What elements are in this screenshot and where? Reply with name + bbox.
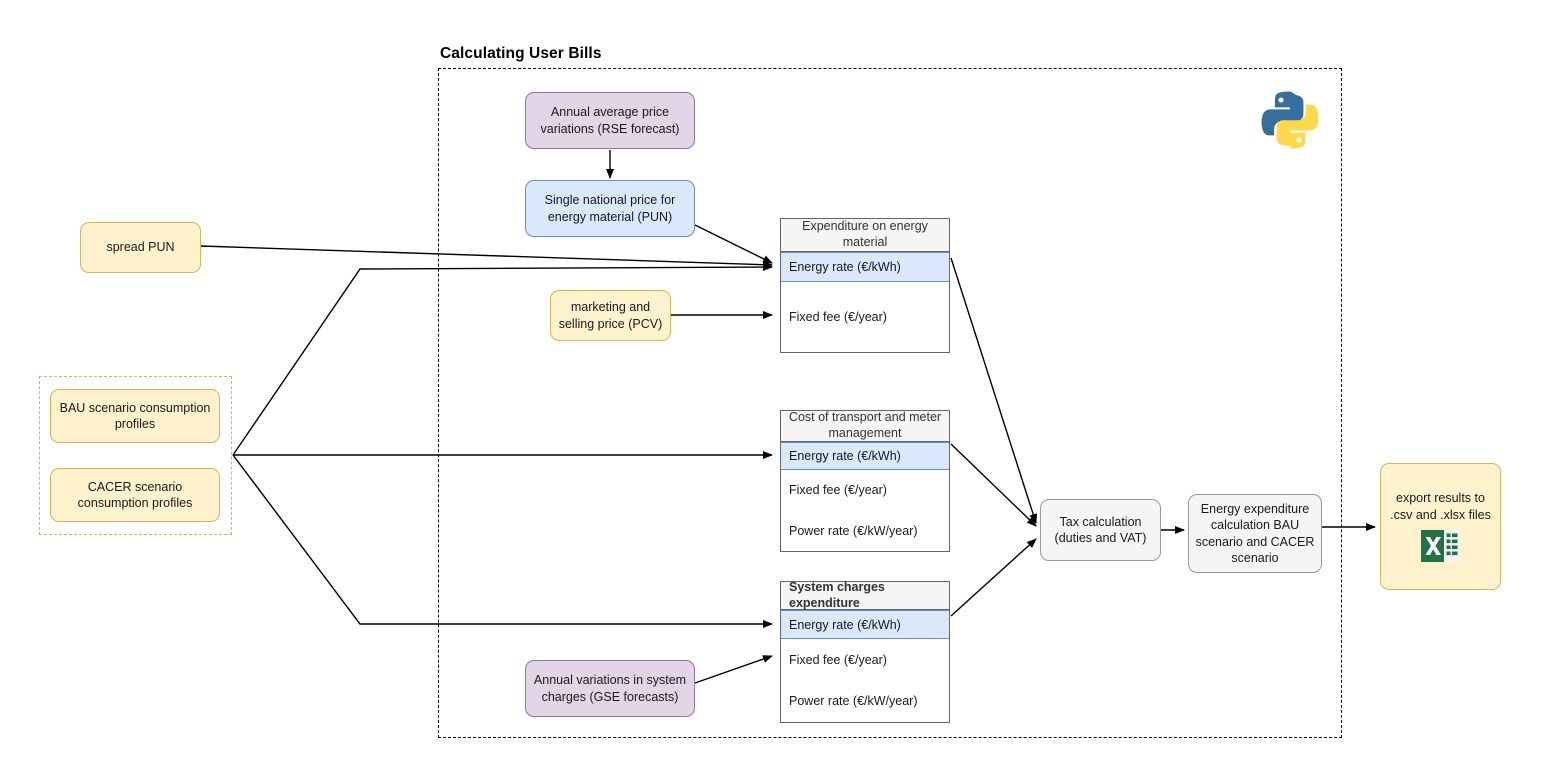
pun-price-label: Single national price for energy materia… (544, 193, 676, 224)
bau-scenario-node[interactable]: BAU scenario consumption profiles (50, 389, 220, 443)
export-results-label: export results to .csv and .xlsx files (1390, 491, 1491, 522)
energy-expenditure-calculation-node[interactable]: Energy expenditure calculation BAU scena… (1188, 494, 1322, 573)
bau-scenario-label: BAU scenario consumption profiles (59, 400, 211, 431)
system-charges-expenditure-table: System charges expenditure Energy rate (… (780, 580, 950, 723)
cacer-scenario-node[interactable]: CACER scenario consumption profiles (50, 468, 220, 522)
table-row: Fixed fee (€/year) (789, 310, 887, 324)
edge-pun-to-energy-rate (694, 224, 773, 264)
pun-price-node[interactable]: Single national price for energy materia… (525, 180, 695, 237)
edge-gse-to-system-fixed-fee (694, 655, 773, 684)
page-title: Calculating User Bills (440, 45, 602, 62)
python-logo-svg (1261, 91, 1319, 149)
table-row: Fixed fee (€/year) (789, 483, 887, 497)
edge-spread-pun-to-energy-rate (200, 245, 773, 269)
export-results-node[interactable]: export results to .csv and .xlsx files (1380, 463, 1501, 590)
tax-calculation-label: Tax calculation (duties and VAT) (1054, 514, 1147, 545)
table-row: Fixed fee (€/year) (789, 652, 887, 667)
spread-pun-node[interactable]: spread PUN (80, 222, 201, 273)
python-yellow-snake (1276, 104, 1319, 149)
gse-forecast-node[interactable]: Annual variations in system charges (GSE… (525, 660, 695, 717)
python-logo-icon (1258, 88, 1322, 152)
table-row: Energy rate (€/kWh) (781, 610, 949, 639)
pcv-node[interactable]: marketing and selling price (PCV) (550, 290, 671, 341)
cost-of-transport-and-meter-management-table: Cost of transport and meter management E… (780, 410, 950, 552)
table-row: Power rate (€/kW/year) (789, 694, 918, 708)
expenditure-on-energy-material-table: Expenditure on energy material Energy ra… (780, 218, 950, 353)
python-blue-snake (1261, 91, 1304, 136)
table-row: Energy rate (€/kWh) (781, 442, 949, 470)
table-header: Cost of transport and meter management (781, 410, 949, 442)
excel-file-icon (1420, 529, 1461, 563)
spread-pun-label: spread PUN (106, 240, 175, 255)
edge-system-to-tax (950, 538, 1037, 617)
edge-scenarios-to-expenditure-energy-rate (232, 263, 773, 456)
energy-expenditure-calculation-label: Energy expenditure calculation BAU scena… (1195, 502, 1315, 565)
table-header: System charges expenditure (781, 580, 949, 610)
excel-grid-rows (1446, 533, 1457, 555)
cacer-scenario-label: CACER scenario consumption profiles (77, 479, 193, 510)
excel-icon-svg (1420, 529, 1460, 562)
table-row: Power rate (€/kW/year) (789, 523, 918, 538)
edge-scenarios-to-system-energy-rate (232, 454, 773, 628)
tax-calculation-node[interactable]: Tax calculation (duties and VAT) (1040, 499, 1161, 561)
rse-forecast-node[interactable]: Annual average price variations (RSE for… (525, 92, 695, 149)
gse-forecast-label: Annual variations in system charges (GSE… (533, 673, 687, 704)
rse-forecast-label: Annual average price variations (RSE for… (540, 105, 680, 136)
excel-x-glyph (1425, 536, 1441, 555)
edge-expenditure-to-tax (950, 257, 1038, 524)
edge-transport-to-tax (950, 443, 1037, 527)
table-row: Energy rate (€/kWh) (781, 252, 949, 282)
pcv-label: marketing and selling price (PCV) (558, 300, 663, 331)
scenario-profiles-group (39, 376, 232, 535)
calculating-user-bills-container (438, 68, 1342, 738)
table-header: Expenditure on energy material (781, 219, 949, 252)
